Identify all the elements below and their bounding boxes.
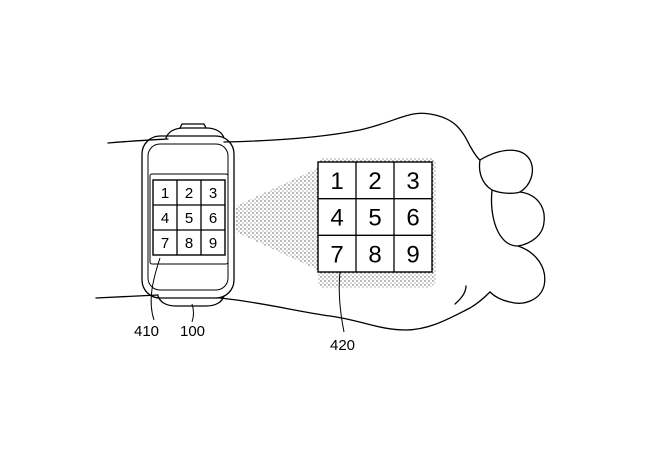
leader-420 <box>338 271 345 333</box>
label-420: 420 <box>330 337 355 354</box>
watch-keypad-key-4[interactable]: 4 <box>161 210 169 227</box>
projected-keypad-key-9[interactable]: 9 <box>406 241 419 268</box>
leader-410 <box>150 257 161 321</box>
watch-keypad-key-6[interactable]: 6 <box>209 210 217 227</box>
finger-line-2 <box>490 189 519 247</box>
projected-keypad-frame <box>317 161 433 273</box>
watch-keypad-key-5[interactable]: 5 <box>185 210 193 227</box>
watch-screen <box>149 173 229 265</box>
wrist-top-edge <box>223 112 481 161</box>
label-100: 100 <box>180 323 205 340</box>
knuckle-outline <box>479 149 546 304</box>
watch-keypad-key-1[interactable]: 1 <box>161 185 169 202</box>
watch-keypad-frame <box>152 179 226 256</box>
thumb-crease <box>454 285 467 305</box>
watch-keypad-key-7[interactable]: 7 <box>161 235 169 252</box>
watch-keypad-key-3[interactable]: 3 <box>209 185 217 202</box>
projection-beam <box>236 168 318 270</box>
watch-band <box>157 123 225 307</box>
projected-keypad-key-5[interactable]: 5 <box>368 205 381 232</box>
projected-keypad-key-3[interactable]: 3 <box>406 168 419 195</box>
leader-100 <box>191 303 194 323</box>
wrist-bottom-edge <box>219 291 491 331</box>
crown-button <box>179 123 207 129</box>
projected-keypad-key-8[interactable]: 8 <box>368 241 381 268</box>
projected-keypad-key-4[interactable]: 4 <box>330 205 343 232</box>
arm-top-edge <box>107 138 169 144</box>
finger-line-1 <box>478 159 521 194</box>
hand-outline <box>95 112 546 331</box>
label-410: 410 <box>134 323 159 340</box>
projected-keypad-key-6[interactable]: 6 <box>406 205 419 232</box>
projected-keypad-key-2[interactable]: 2 <box>368 168 381 195</box>
projected-keypad-key-1[interactable]: 1 <box>330 168 343 195</box>
watch-keypad-key-9[interactable]: 9 <box>209 235 217 252</box>
watch-case <box>141 135 235 299</box>
watch-keypad-key-8[interactable]: 8 <box>185 235 193 252</box>
band-top <box>165 127 225 139</box>
watch-keypad-key-2[interactable]: 2 <box>185 185 193 202</box>
arm-bottom-edge <box>95 294 159 299</box>
band-bottom <box>157 295 225 307</box>
projected-keypad-key-7[interactable]: 7 <box>330 241 343 268</box>
